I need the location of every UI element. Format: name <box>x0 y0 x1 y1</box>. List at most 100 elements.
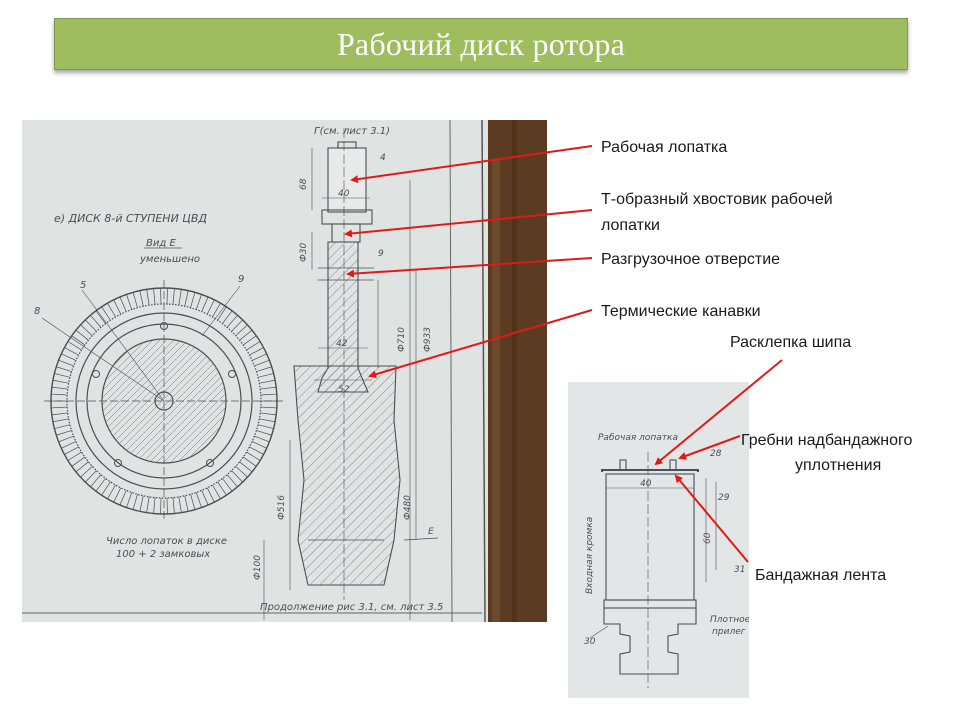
disc-section-view <box>263 128 439 620</box>
blade-tick <box>195 492 202 508</box>
hatch-line <box>156 393 226 463</box>
blade-tick <box>239 329 253 341</box>
blade-tick <box>64 347 79 356</box>
blade-tick <box>260 406 277 409</box>
blade-tick <box>206 299 215 315</box>
hatch-line <box>103 340 181 418</box>
view-letter-e: Е <box>428 527 434 537</box>
blade-tick <box>246 451 261 461</box>
blade-tick <box>242 456 257 467</box>
blade-tick <box>146 289 150 306</box>
blade-tick <box>61 441 77 449</box>
blade-tick <box>56 430 72 436</box>
blade-tick <box>172 497 175 514</box>
blade-tick <box>206 487 215 503</box>
dim-phi480: Ф480 <box>403 495 413 520</box>
hatch-line <box>162 399 227 464</box>
blade-tick <box>235 324 248 336</box>
hatch-line <box>101 338 169 406</box>
blade-tick <box>95 310 106 324</box>
hatch-line <box>118 355 208 445</box>
hatch-line <box>115 352 204 441</box>
blade-tick <box>51 412 68 416</box>
hatch-line <box>144 381 224 461</box>
blade-tick <box>101 481 111 496</box>
blade-tick <box>222 478 233 492</box>
callout-relief-hole: Разгрузочное отверстие <box>601 251 781 268</box>
arrow-tenon-riveting <box>654 359 783 466</box>
disc-caption: е) ДИСК 8-й СТУПЕНИ ЦВД <box>54 212 207 225</box>
hatch-line <box>105 342 144 381</box>
tight-fit-label-1: Плотное <box>710 615 749 625</box>
disc-drawing: Г(см. лист 3.1) е) ДИСК 8-й СТУПЕНИ ЦВД … <box>22 120 547 622</box>
position-4: 4 <box>380 153 386 163</box>
blade-tick <box>52 418 69 423</box>
hatch-line <box>101 338 162 399</box>
hatch-line <box>126 363 214 451</box>
disc-hub-hatching <box>101 338 227 464</box>
blade-outline <box>589 452 717 688</box>
callout-blade: Рабочая лопатка <box>601 139 728 156</box>
dim-52: 52 <box>338 385 350 395</box>
blade-tick <box>178 289 182 306</box>
position-8: 8 <box>34 306 40 317</box>
blade-tick <box>217 306 227 321</box>
blade-tick <box>260 386 277 390</box>
blade-tick <box>153 288 156 305</box>
view-label: Вид Е <box>146 238 176 249</box>
blade-tick <box>260 412 277 416</box>
hatch-line <box>178 415 225 462</box>
blade-tick <box>249 347 264 356</box>
callout-t-root-2: лопатки <box>601 217 660 234</box>
blade-tick <box>126 492 133 508</box>
continuation-note: Продолжение рис 3.1, см. лист 3.5 <box>260 602 443 613</box>
blade-tick <box>113 487 122 503</box>
hatch-line <box>112 349 130 367</box>
blade-tick <box>132 494 138 510</box>
disc-blade-ring <box>51 288 277 514</box>
hatch-line <box>130 367 217 454</box>
blade-tick <box>190 292 196 308</box>
slide-title: Рабочий диск ротора <box>336 25 626 62</box>
blade-tick <box>95 478 106 492</box>
blade-tick <box>184 495 189 512</box>
blade-tick <box>212 302 221 318</box>
callout-seal-ridges-2: уплотнения <box>795 457 882 474</box>
hatch-line <box>139 376 222 459</box>
dim-phi710: Ф710 <box>397 327 407 352</box>
blade-tick <box>201 296 209 312</box>
dim-30: 30 <box>584 637 596 647</box>
blade-tick <box>67 451 82 461</box>
arrow-seal-ridges <box>678 435 741 460</box>
header-reference: Г(см. лист 3.1) <box>314 126 390 137</box>
blade-tick <box>257 424 274 429</box>
blade-tick <box>54 373 71 378</box>
blade-tick <box>90 314 102 328</box>
blade-tick <box>85 319 97 332</box>
blade-tick <box>242 335 257 346</box>
title-bar: Рабочий диск ротора <box>54 18 908 70</box>
hatch-line <box>122 359 211 448</box>
blade-tick <box>184 290 189 307</box>
blade-tick <box>254 435 270 443</box>
blade-tick <box>259 418 276 423</box>
blade-tick <box>90 474 102 488</box>
blade-tick <box>254 359 270 367</box>
blade-tick <box>251 441 267 449</box>
blade-drawing-label: Рабочая лопатка <box>598 433 678 443</box>
dim-phi30: Ф30 <box>299 243 309 262</box>
blade-tick <box>107 484 116 500</box>
blade-tick <box>201 490 209 506</box>
hatch-line <box>150 387 225 462</box>
blade-tick <box>195 294 202 310</box>
blade-tick <box>71 456 86 467</box>
disc-front-view <box>41 280 284 522</box>
dim-31: 31 <box>734 565 745 575</box>
dim-28: 28 <box>710 449 722 459</box>
blade-tick <box>51 393 68 396</box>
blade-tick <box>231 319 243 332</box>
hatch-line <box>110 347 195 432</box>
position-5: 5 <box>80 280 86 291</box>
blade-tick <box>226 314 238 328</box>
